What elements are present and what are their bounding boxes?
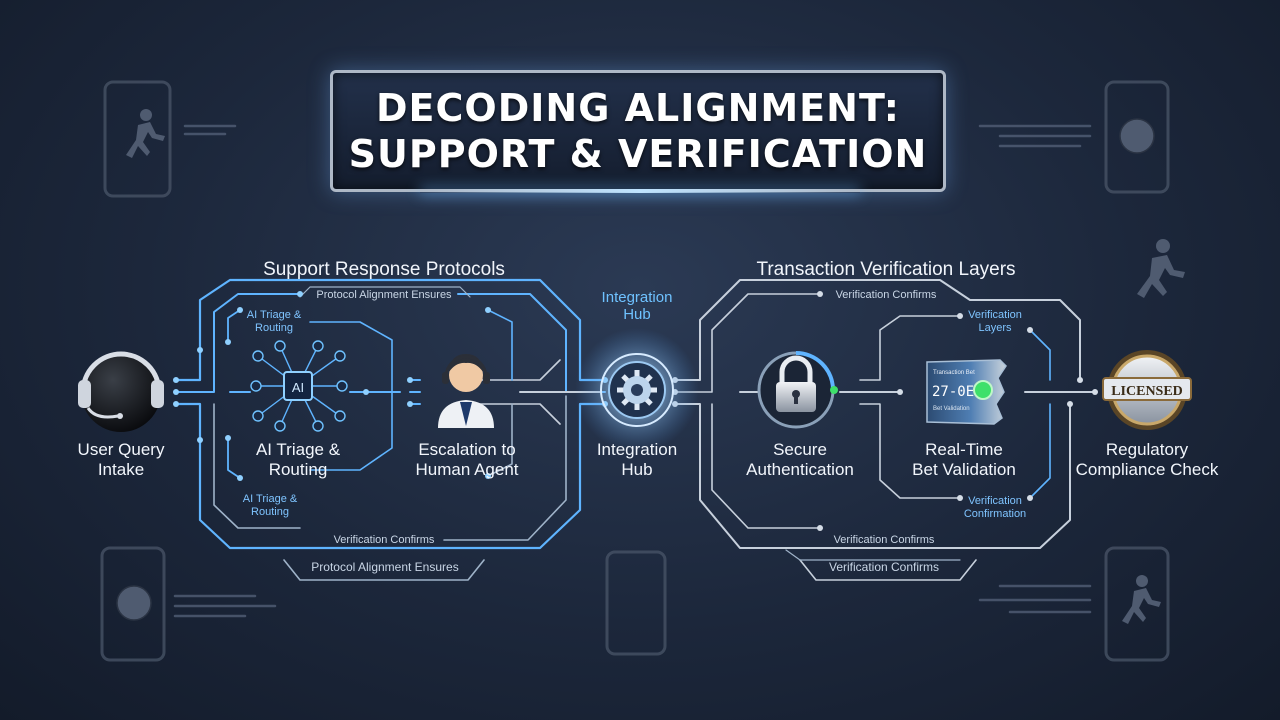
title-line-1: DECODING ALIGNMENT: — [376, 86, 900, 130]
node-secure-authentication: Secure Authentication — [746, 440, 854, 480]
node-user-query-intake: User Query Intake — [78, 440, 165, 480]
node-bet-validation-line1: Real-Time — [925, 440, 1003, 459]
annotation-ai-triage-upper: AI Triage & Routing — [247, 309, 301, 335]
licensed-seal-icon: LICENSED — [1102, 350, 1192, 430]
ticket-code-text: 27-0E — [932, 384, 974, 400]
annotation-verification-layers-line2: Layers — [978, 322, 1012, 334]
annotation-verification-layers: Verification Layers — [968, 309, 1022, 335]
integration-hub-icon — [575, 328, 699, 452]
ticket-sub-text: Bet Validation — [933, 406, 970, 412]
node-escalation-human-agent: Escalation to Human Agent — [415, 440, 518, 480]
node-ai-triage-routing: AI Triage & Routing — [256, 440, 340, 480]
licensed-text: LICENSED — [1111, 384, 1183, 399]
node-hub-line1: Integration — [596, 440, 678, 459]
title-line-2: SUPPORT & VERIFICATION — [348, 132, 928, 176]
annotation-ai-triage-lower-line2: Routing — [251, 506, 289, 518]
node-user-query-line2: Intake — [97, 460, 145, 479]
node-hub-line2: Hub — [621, 460, 653, 479]
annotation-right-verification-top: Verification Confirms — [835, 289, 937, 301]
node-secure-auth-line1: Secure — [773, 440, 827, 459]
annotation-ai-triage-lower: AI Triage & Routing — [243, 493, 297, 519]
annotation-left-verification: Verification Confirms — [333, 534, 435, 546]
ai-chip-text: AI — [292, 380, 304, 395]
annotation-hub-top-line1: Integration — [601, 289, 673, 306]
annotation-ai-triage-upper-line1: AI Triage & — [246, 309, 302, 321]
node-secure-auth-line2: Authentication — [746, 460, 854, 479]
annotation-verification-confirmation-line1: Verification — [968, 495, 1022, 507]
annotation-protocol-bottom: Protocol Alignment Ensures — [311, 560, 459, 574]
node-compliance-line2: Compliance Check — [1075, 460, 1219, 479]
headset-icon — [78, 351, 164, 432]
node-escalation-line1: Escalation to — [418, 440, 516, 459]
annotation-hub-top-line2: Hub — [623, 306, 651, 323]
ticket-icon: Transaction Bet 27-0E Bet Validation — [926, 359, 1007, 425]
node-bet-validation-line2: Bet Validation — [912, 460, 1016, 479]
right-circuit-lines — [674, 279, 1096, 581]
annotation-right-verification-inner: Verification Confirms — [833, 534, 935, 546]
node-bet-validation: Real-Time Bet Validation — [912, 440, 1016, 480]
padlock-icon — [757, 351, 838, 429]
node-ai-triage-line1: AI Triage & — [255, 440, 341, 459]
section-title-support: Support Response Protocols — [263, 259, 505, 280]
node-compliance-line1: Regulatory — [1105, 440, 1189, 459]
left-circuit-nodes — [173, 291, 608, 481]
section-title-verification: Transaction Verification Layers — [756, 259, 1016, 280]
annotation-protocol-top: Protocol Alignment Ensures — [316, 289, 452, 301]
ai-chip-icon: AI — [250, 340, 348, 432]
soccer-ball-icon — [116, 118, 1155, 621]
annotation-verification-layers-line1: Verification — [968, 309, 1022, 321]
title-glow-bar — [420, 189, 860, 193]
title-banner: DECODING ALIGNMENT: SUPPORT & VERIFICATI… — [330, 70, 946, 192]
node-escalation-line2: Human Agent — [415, 460, 519, 479]
node-ai-triage-line2: Routing — [268, 460, 328, 479]
annotation-hub-top: Integration Hub — [602, 289, 673, 323]
annotation-right-verification-bottom: Verification Confirms — [828, 560, 940, 574]
human-agent-icon — [438, 354, 494, 428]
node-compliance-check: Regulatory Compliance Check — [1076, 440, 1219, 480]
annotation-verification-confirmation-line2: Confirmation — [963, 508, 1027, 520]
node-integration-hub: Integration Hub — [597, 440, 677, 480]
node-user-query-line1: User Query — [77, 440, 165, 459]
ticket-header-text: Transaction Bet — [933, 370, 975, 376]
background-phones — [100, 80, 1170, 662]
annotation-ai-triage-upper-line2: Routing — [255, 322, 293, 334]
runner-icon — [126, 109, 1185, 624]
annotation-ai-triage-lower-line1: AI Triage & — [242, 493, 298, 505]
annotation-verification-confirmation: Verification Confirmation — [964, 495, 1026, 521]
